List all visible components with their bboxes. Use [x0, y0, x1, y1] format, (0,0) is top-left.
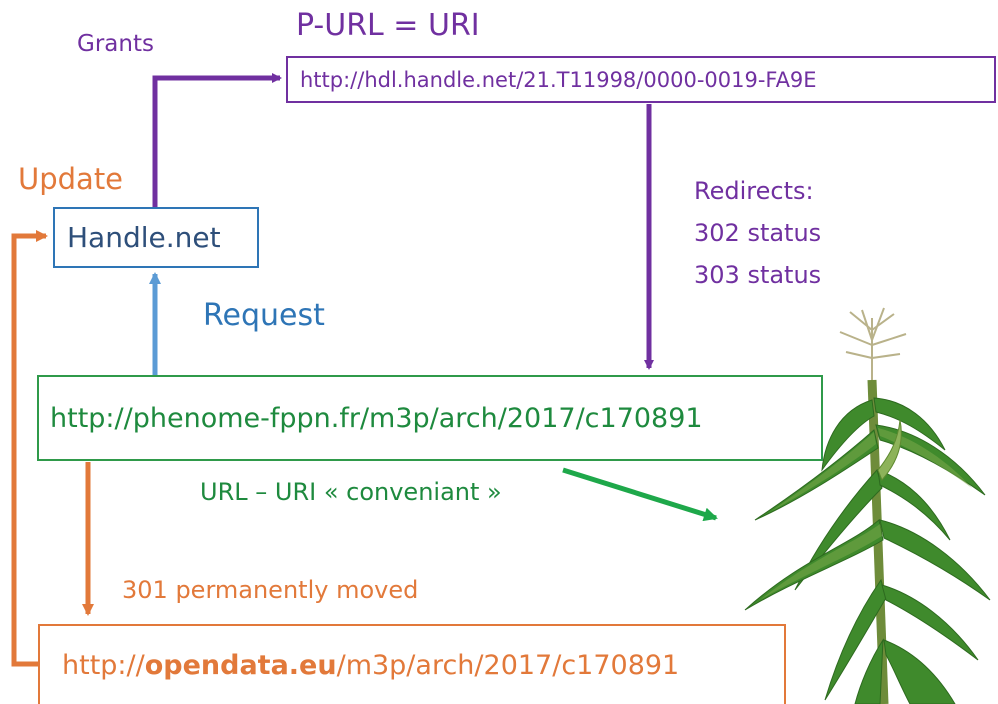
- maize-plant-illustration: [744, 307, 991, 704]
- opendata-url-domain: opendata.eu: [144, 649, 337, 681]
- moved-label: 301 permanently moved: [122, 576, 419, 604]
- opendata-url-prefix: http://: [62, 649, 145, 681]
- convenient-arrow: [562, 467, 718, 522]
- redirects-line-1: Redirects:: [694, 177, 814, 205]
- phenome-box: http://phenome-fppn.fr/m3p/arch/2017/c17…: [37, 375, 823, 461]
- handle-box[interactable]: Handle.net: [53, 207, 259, 268]
- purl-url[interactable]: http://hdl.handle.net/21.T11998/0000-001…: [300, 67, 817, 92]
- purl-box: http://hdl.handle.net/21.T11998/0000-001…: [286, 56, 996, 103]
- update-arrow: [11, 230, 48, 667]
- purl-title: P-URL = URI: [296, 8, 480, 43]
- grants-arrow: [152, 73, 282, 208]
- update-label: Update: [18, 162, 124, 196]
- opendata-box: http://opendata.eu/m3p/arch/2017/c170891: [38, 624, 786, 704]
- redirects-label: Redirects: 302 status 303 status: [694, 170, 821, 296]
- handle-label: Handle.net: [67, 221, 221, 254]
- redirects-line-3: 303 status: [694, 261, 822, 289]
- opendata-url-suffix: /m3p/arch/2017/c170891: [336, 649, 680, 681]
- phenome-url[interactable]: http://phenome-fppn.fr/m3p/arch/2017/c17…: [50, 402, 703, 434]
- redirects-line-2: 302 status: [694, 219, 822, 247]
- convenient-label: URL – URI « conveniant »: [200, 478, 502, 506]
- grants-label: Grants: [77, 31, 154, 57]
- opendata-url[interactable]: http://opendata.eu/m3p/arch/2017/c170891: [62, 650, 679, 681]
- request-label: Request: [203, 298, 325, 333]
